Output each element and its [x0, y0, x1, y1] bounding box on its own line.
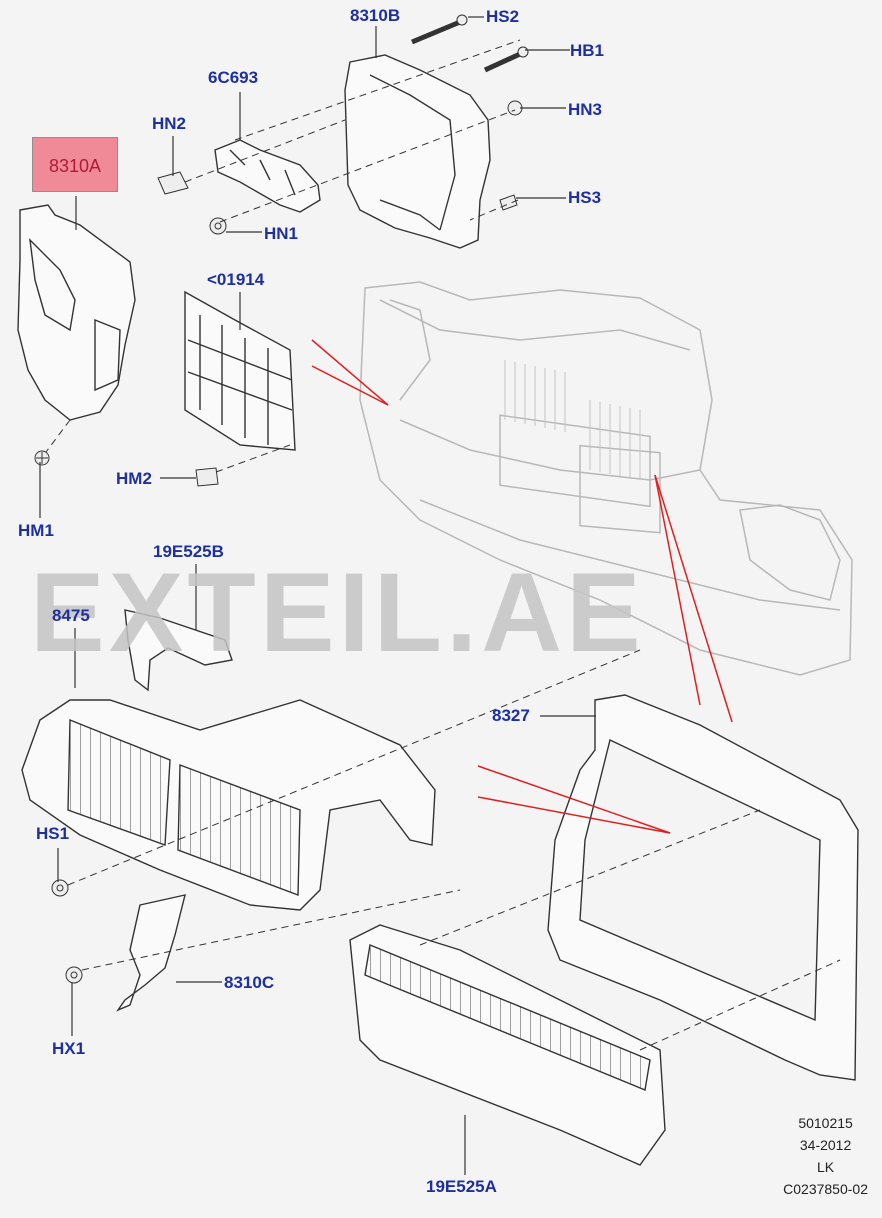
fastener-HX1[interactable]	[65, 966, 83, 984]
part-8310B-deflector[interactable]	[344, 54, 491, 249]
callout-HM1[interactable]: HM1	[18, 521, 54, 540]
part-01914-panel[interactable]	[184, 290, 296, 451]
callout-HN2[interactable]: HN2	[152, 114, 187, 133]
fastener-HS3[interactable]	[499, 194, 518, 211]
part-8327-frame[interactable]	[547, 694, 859, 1081]
assembly-lines	[45, 39, 841, 1051]
callout-HS1[interactable]: HS1	[36, 824, 70, 843]
callout-8310A-highlighted[interactable]: 8310A	[32, 137, 119, 192]
fastener-HM1[interactable]	[34, 450, 50, 466]
fastener-HB1[interactable]	[483, 46, 529, 73]
callout-HB1[interactable]: HB1	[570, 41, 605, 60]
drawing-date: 34-2012	[799, 1137, 852, 1153]
callout-HX1[interactable]: HX1	[52, 1039, 86, 1058]
leader-lines	[39, 16, 596, 1175]
part-6C693-bracket[interactable]	[214, 139, 321, 213]
callout-HS3[interactable]: HS3	[568, 188, 602, 207]
drawing-number: 5010215	[798, 1115, 853, 1131]
part-8310C-bracket[interactable]	[116, 894, 186, 1012]
pointer-lines	[311, 339, 733, 834]
part-8475-shutter[interactable]	[21, 699, 436, 911]
callout-8310C[interactable]: 8310C	[224, 973, 275, 992]
front-end-ghost	[359, 281, 853, 676]
callout-6C693[interactable]: 6C693	[208, 68, 259, 87]
callout-HM2[interactable]: HM2	[116, 469, 152, 488]
part-19E525A-grille[interactable]	[349, 924, 666, 1166]
watermark: EXTEIL.AE	[30, 550, 645, 675]
drawing-info: 5010215 34-2012 LK C0237850-02	[783, 1112, 868, 1200]
callout-HS2[interactable]: HS2	[486, 7, 520, 26]
callout-19E525A[interactable]: 19E525A	[426, 1177, 497, 1196]
callout-8475[interactable]: 8475	[52, 606, 90, 625]
callout-19E525B[interactable]: 19E525B	[153, 542, 224, 561]
fastener-HS1[interactable]	[51, 879, 69, 897]
part-8310A-deflector[interactable]	[17, 204, 136, 421]
callout-8327[interactable]: 8327	[492, 706, 530, 725]
callout-HN1[interactable]: HN1	[264, 224, 299, 243]
callout-8310B[interactable]: 8310B	[350, 6, 401, 25]
callout-HN3[interactable]: HN3	[568, 100, 603, 119]
drawing-code: LK	[817, 1159, 835, 1175]
fastener-HN3[interactable]	[507, 100, 523, 116]
fastener-HM2[interactable]	[195, 467, 219, 487]
drawing-reference: C0237850-02	[783, 1181, 868, 1197]
fastener-HN1[interactable]	[209, 217, 227, 235]
callout-01914[interactable]: <01914	[207, 270, 265, 289]
part-19E525B-bracket[interactable]	[124, 609, 233, 692]
fastener-HS2[interactable]	[411, 14, 468, 45]
